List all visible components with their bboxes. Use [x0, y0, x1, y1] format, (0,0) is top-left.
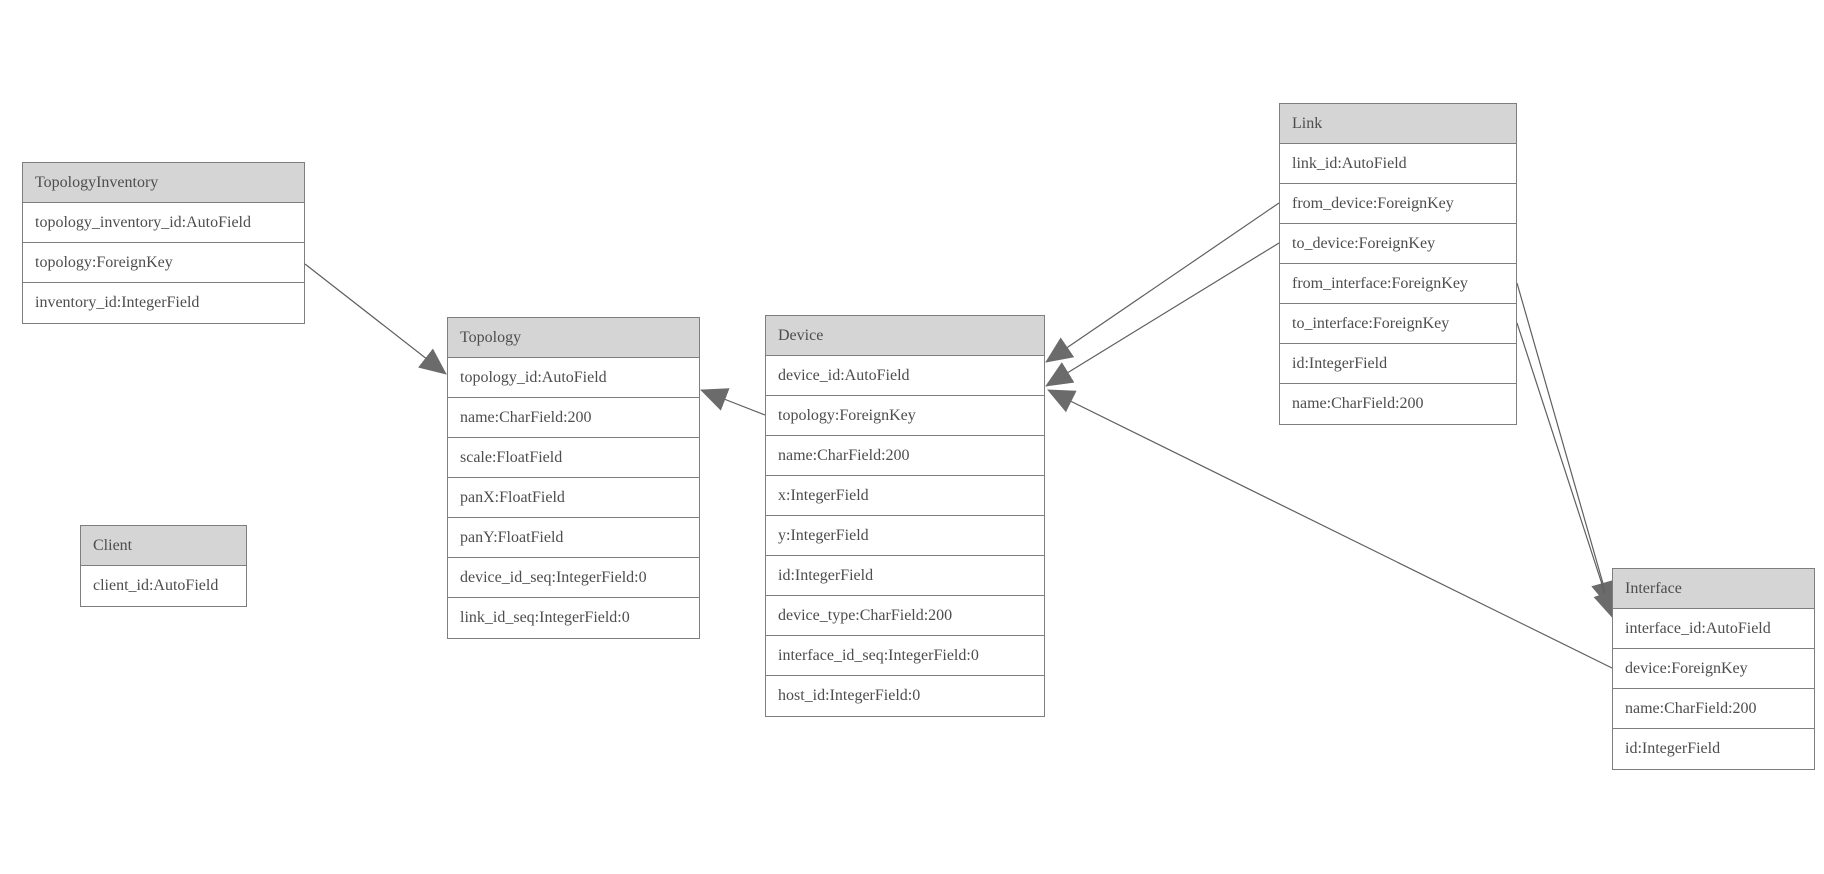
entity-title-link: Link	[1280, 104, 1516, 144]
entity-title-topology-inventory: TopologyInventory	[23, 163, 304, 203]
entity-field-row: from_interface:ForeignKey	[1280, 264, 1516, 304]
entity-field-row: scale:FloatField	[448, 438, 699, 478]
entity-field-row: panX:FloatField	[448, 478, 699, 518]
entity-field-row: name:CharField:200	[766, 436, 1044, 476]
entity-field-row: topology:ForeignKey	[23, 243, 304, 283]
entity-field-row: x:IntegerField	[766, 476, 1044, 516]
entity-field-row: link_id:AutoField	[1280, 144, 1516, 184]
edge-interface-device-to-device	[1047, 389, 1613, 669]
entity-field-row: name:CharField:200	[1280, 384, 1516, 424]
edge-device-topology-to-topology	[700, 388, 766, 416]
entity-field-row: device_id_seq:IntegerField:0	[448, 558, 699, 598]
entity-field-row: y:IntegerField	[766, 516, 1044, 556]
entity-field-row: link_id_seq:IntegerField:0	[448, 598, 699, 638]
entity-title-interface: Interface	[1613, 569, 1814, 609]
entity-field-row: host_id:IntegerField:0	[766, 676, 1044, 716]
entity-field-row: from_device:ForeignKey	[1280, 184, 1516, 224]
entity-title-client: Client	[81, 526, 246, 566]
entity-field-row: id:IntegerField	[766, 556, 1044, 596]
edge-link-from-device-to-device	[1045, 202, 1280, 363]
entity-title-topology: Topology	[448, 318, 699, 358]
edge-link-to-interface-to-interface	[1516, 322, 1617, 619]
entity-field-row: to_device:ForeignKey	[1280, 224, 1516, 264]
entity-field-row: topology_inventory_id:AutoField	[23, 203, 304, 243]
entity-field-row: inventory_id:IntegerField	[23, 283, 304, 323]
entity-field-row: topology:ForeignKey	[766, 396, 1044, 436]
entity-field-row: name:CharField:200	[448, 398, 699, 438]
entity-field-row: panY:FloatField	[448, 518, 699, 558]
edge-topologyinventory-topology-to-topology	[304, 263, 447, 375]
entity-field-row: to_interface:ForeignKey	[1280, 304, 1516, 344]
entity-title-device: Device	[766, 316, 1044, 356]
entity-field-row: device:ForeignKey	[1613, 649, 1814, 689]
entity-field-row: name:CharField:200	[1613, 689, 1814, 729]
entity-field-row: id:IntegerField	[1613, 729, 1814, 769]
entity-field-row: interface_id_seq:IntegerField:0	[766, 636, 1044, 676]
entity-field-row: interface_id:AutoField	[1613, 609, 1814, 649]
entity-field-row: client_id:AutoField	[81, 566, 246, 606]
entity-field-row: topology_id:AutoField	[448, 358, 699, 398]
entity-field-row: id:IntegerField	[1280, 344, 1516, 384]
entity-field-row: device_id:AutoField	[766, 356, 1044, 396]
edge-link-from-interface-to-interface	[1516, 282, 1615, 609]
entity-field-row: device_type:CharField:200	[766, 596, 1044, 636]
edge-link-to-device-to-device	[1045, 242, 1280, 387]
